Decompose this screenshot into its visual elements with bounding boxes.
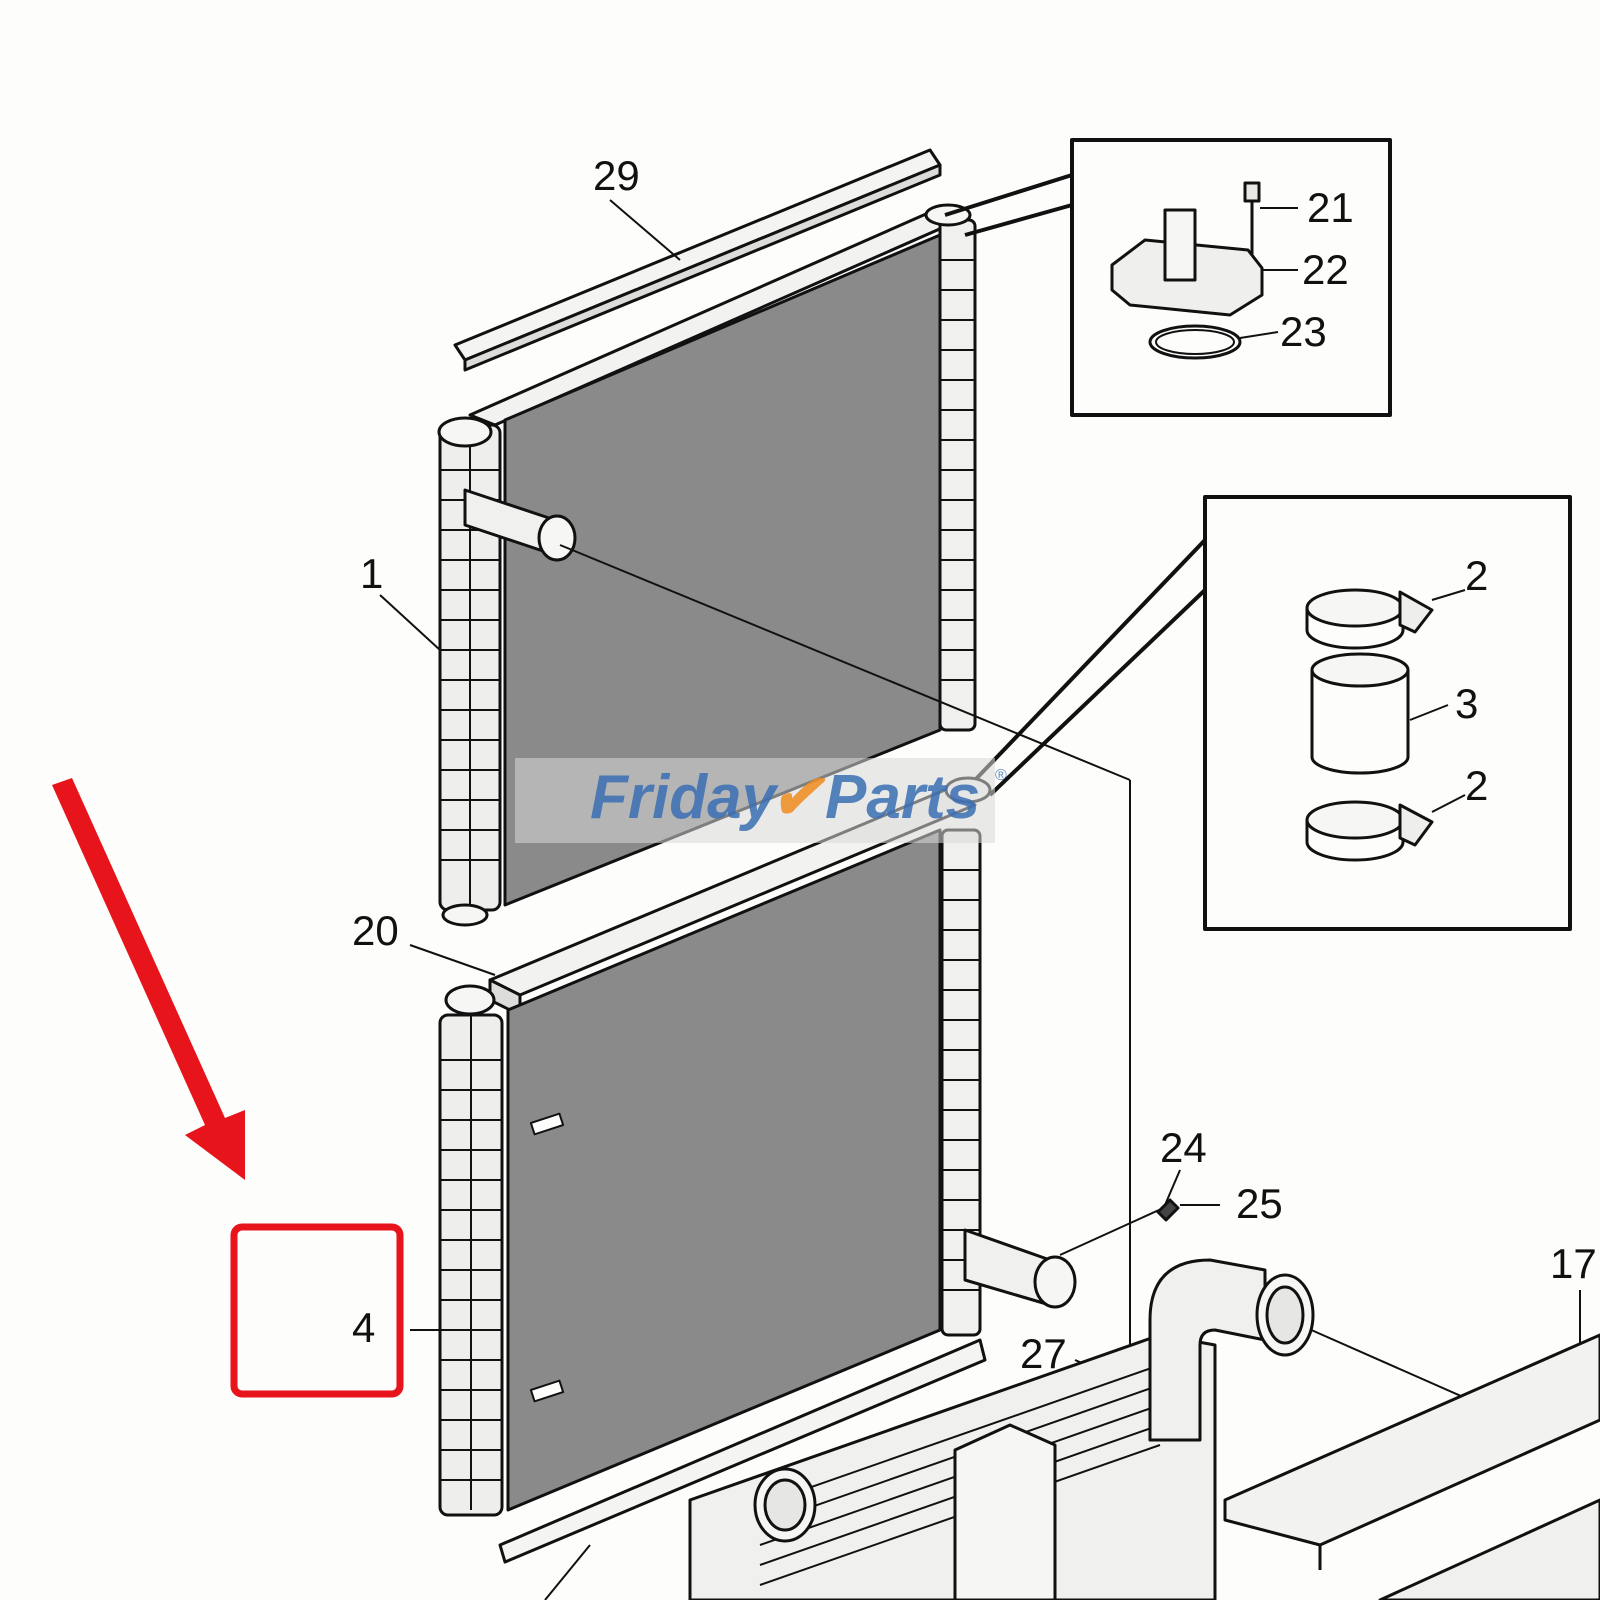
upper-right-tank [938,218,977,732]
watermark: Friday ✔ Parts ® [515,758,1007,843]
screw-24-25 [1156,1198,1180,1222]
watermark-part1: Friday [590,763,780,832]
callout-1: 1 [360,550,383,597]
upper-radiator-core [503,233,942,907]
lower-outlet-pipe [963,1228,1077,1309]
callout-20: 20 [352,907,399,954]
seal-strip-top [453,148,942,372]
upper-radiator [437,203,977,927]
watermark-check: ✔ [770,763,826,832]
intercooler-assembly [688,1258,1600,1600]
highlight-annotation [52,778,404,1398]
watermark-part2: Parts [825,763,980,832]
callout-22: 22 [1302,246,1349,293]
callout-21: 21 [1307,184,1354,231]
callout-4: 4 [352,1304,375,1351]
inset-box-hose [973,495,1572,931]
upper-inlet-pipe [463,488,577,562]
inset-box-bracket [944,138,1392,417]
callout-23: 23 [1280,308,1327,355]
lower-radiator-core [506,828,942,1512]
red-arrow-icon [52,778,245,1180]
callout-29: 29 [593,152,640,199]
callout-labels: 29 21 22 23 1 2 3 2 20 4 24 25 17 27 [352,152,1597,1377]
callout-24: 24 [1160,1124,1207,1171]
highlight-box [230,1223,404,1398]
callout-3: 3 [1455,680,1478,727]
callout-17: 17 [1550,1240,1597,1287]
callout-25: 25 [1236,1180,1283,1227]
lower-radiator [438,776,1077,1564]
callout-27: 27 [1020,1330,1067,1377]
watermark-registered: ® [995,767,1007,784]
callout-2-top: 2 [1465,552,1488,599]
callout-2-bottom: 2 [1465,762,1488,809]
